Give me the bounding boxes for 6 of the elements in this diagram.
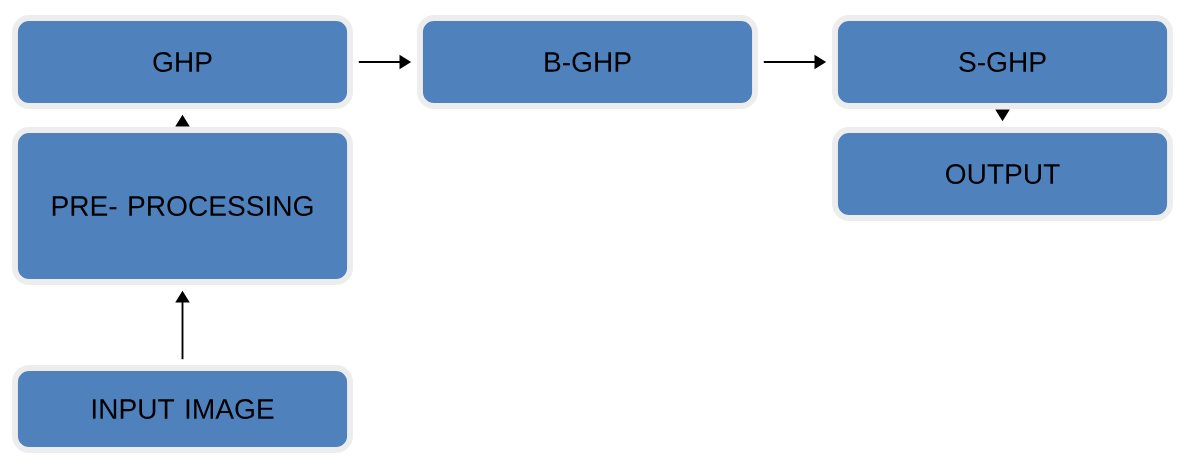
process-box: B-GHP bbox=[417, 15, 758, 109]
process-box: S-GHP bbox=[832, 15, 1173, 109]
process-box: GHP bbox=[12, 15, 353, 109]
process-box: PRE- PROCESSING bbox=[12, 127, 353, 285]
process-box: INPUT IMAGE bbox=[12, 365, 353, 453]
process-box: OUTPUT bbox=[832, 127, 1173, 221]
